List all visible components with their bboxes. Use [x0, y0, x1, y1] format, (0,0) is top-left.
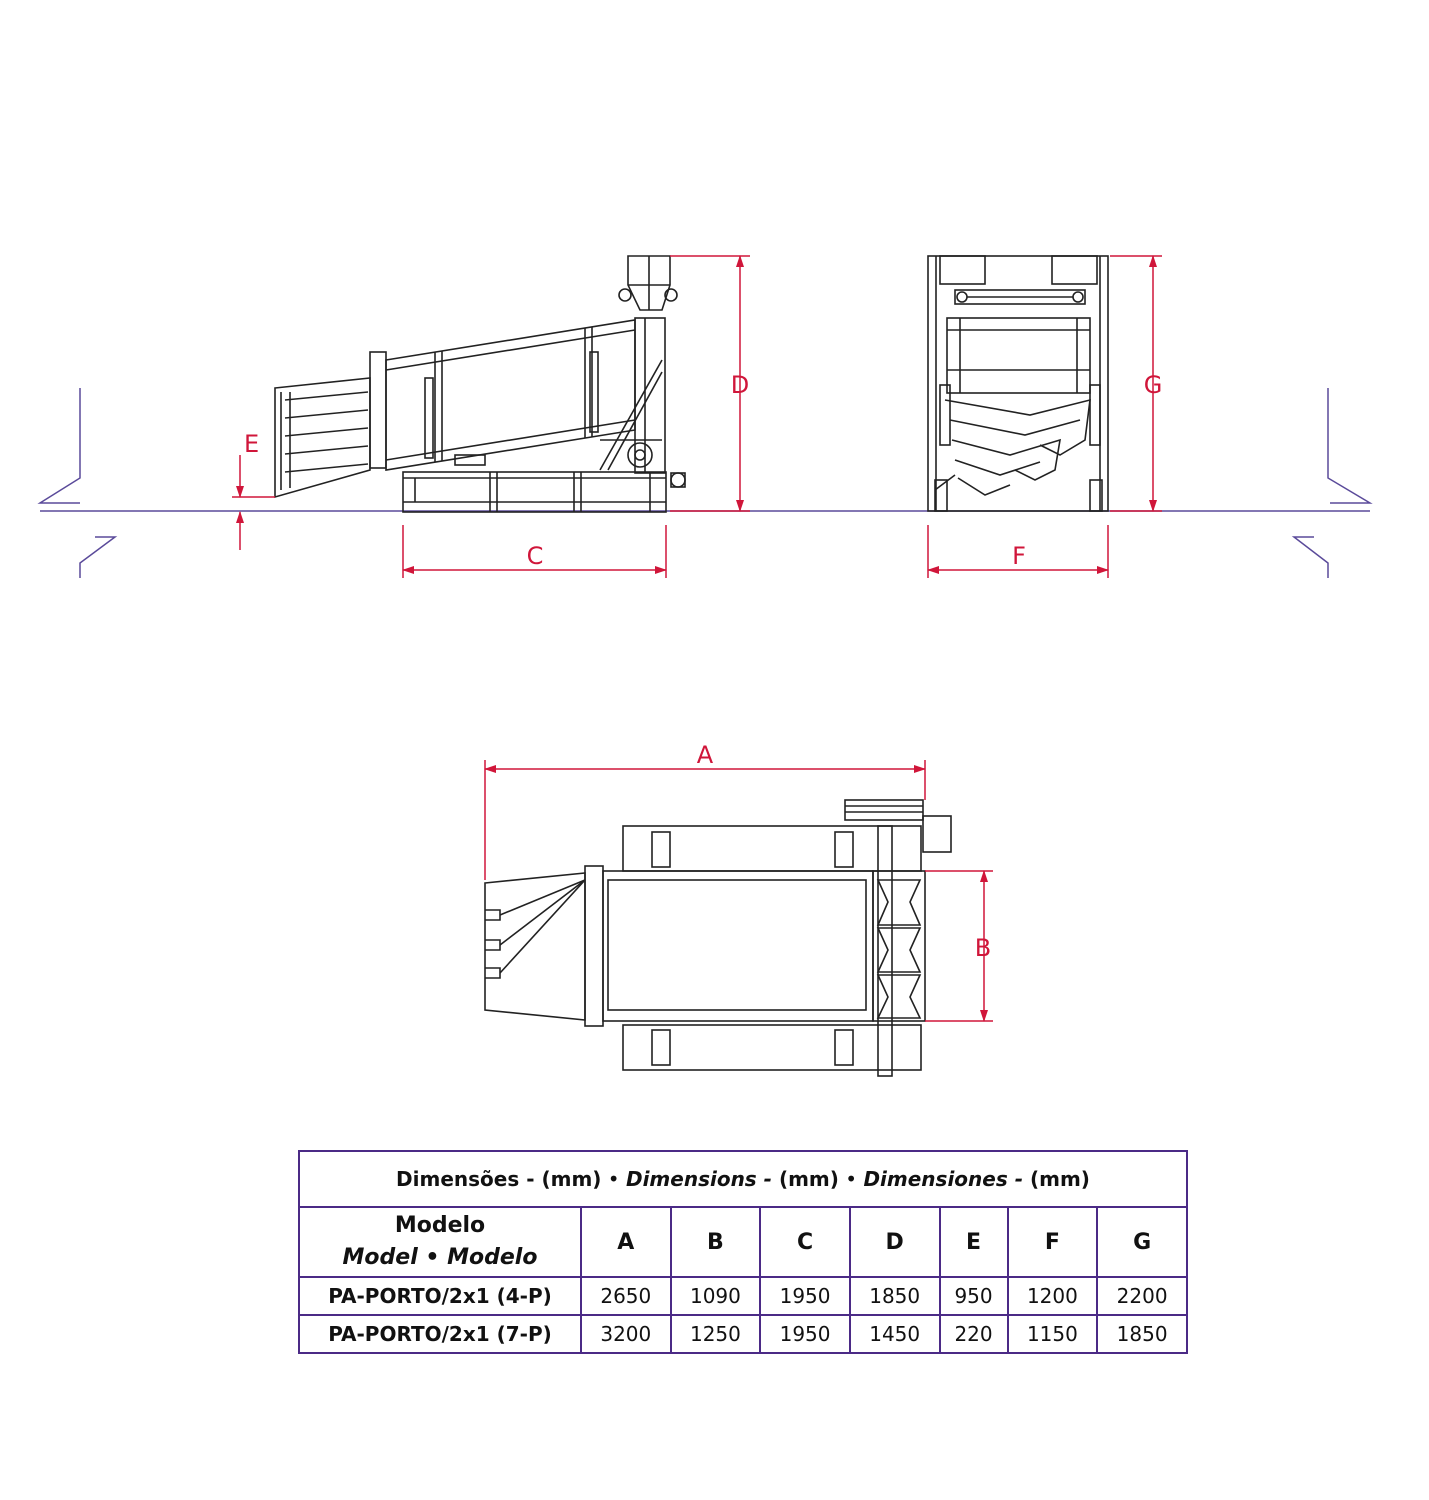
value-e: 220	[938, 1314, 1009, 1354]
dim-label-c: C	[527, 542, 544, 570]
dim-label-d: D	[731, 371, 749, 399]
dim-label-g: G	[1144, 371, 1163, 399]
column-header-g: G	[1096, 1206, 1188, 1278]
table-title-row: Dimensões - (mm) • Dimensions - (mm) • D…	[298, 1150, 1188, 1208]
table-header-row: Modelo Model • Modelo A B C D E F G	[298, 1206, 1188, 1278]
front-view-machine	[927, 255, 1109, 512]
model-header-line1: Modelo	[394, 1213, 486, 1238]
title-sep-1: •	[601, 1167, 626, 1191]
dim-label-a: A	[697, 741, 714, 769]
value-g: 1850	[1096, 1314, 1188, 1354]
model-name: PA-PORTO/2x1 (4-P)	[298, 1276, 582, 1316]
value-f: 1150	[1006, 1314, 1099, 1354]
column-header-b: B	[669, 1206, 762, 1278]
dim-label-e: E	[244, 430, 259, 458]
value-g: 2200	[1096, 1276, 1188, 1316]
value-b: 1250	[669, 1314, 762, 1354]
dimension-lines	[232, 255, 1162, 1022]
table-row: PA-PORTO/2x1 (4-P) 2650 1090 1950 1850 9…	[298, 1276, 1188, 1316]
title-es: Dimensiones -	[863, 1167, 1024, 1191]
title-en: Dimensions -	[625, 1167, 772, 1191]
dim-label-f: F	[1012, 542, 1026, 570]
table-row: PA-PORTO/2x1 (7-P) 3200 1250 1950 1450 2…	[298, 1314, 1188, 1354]
model-column-header: Modelo Model • Modelo	[298, 1206, 582, 1278]
value-d: 1450	[848, 1314, 941, 1354]
value-a: 3200	[580, 1314, 672, 1354]
value-c: 1950	[759, 1276, 851, 1316]
value-f: 1200	[1006, 1276, 1099, 1316]
model-name: PA-PORTO/2x1 (7-P)	[298, 1314, 582, 1354]
title-unit-en: (mm)	[771, 1167, 839, 1191]
value-a: 2650	[580, 1276, 672, 1316]
column-header-e: E	[938, 1206, 1009, 1278]
value-b: 1090	[669, 1276, 762, 1316]
top-view-machine	[484, 799, 952, 1077]
value-c: 1950	[759, 1314, 851, 1354]
column-header-f: F	[1006, 1206, 1099, 1278]
title-sep-2: •	[838, 1167, 864, 1191]
side-view-machine	[274, 255, 686, 513]
column-header-c: C	[759, 1206, 851, 1278]
column-header-a: A	[580, 1206, 672, 1278]
title-pt: Dimensões - (mm)	[396, 1167, 602, 1191]
value-d: 1850	[848, 1276, 941, 1316]
dimensions-table: Dimensões - (mm) • Dimensions - (mm) • D…	[298, 1150, 1188, 1354]
title-unit-es: (mm)	[1023, 1167, 1090, 1191]
model-header-line2: Model • Modelo	[342, 1245, 538, 1270]
column-header-d: D	[848, 1206, 941, 1278]
dim-label-b: B	[975, 934, 991, 962]
value-e: 950	[938, 1276, 1009, 1316]
table-title: Dimensões - (mm) • Dimensions - (mm) • D…	[298, 1150, 1188, 1208]
